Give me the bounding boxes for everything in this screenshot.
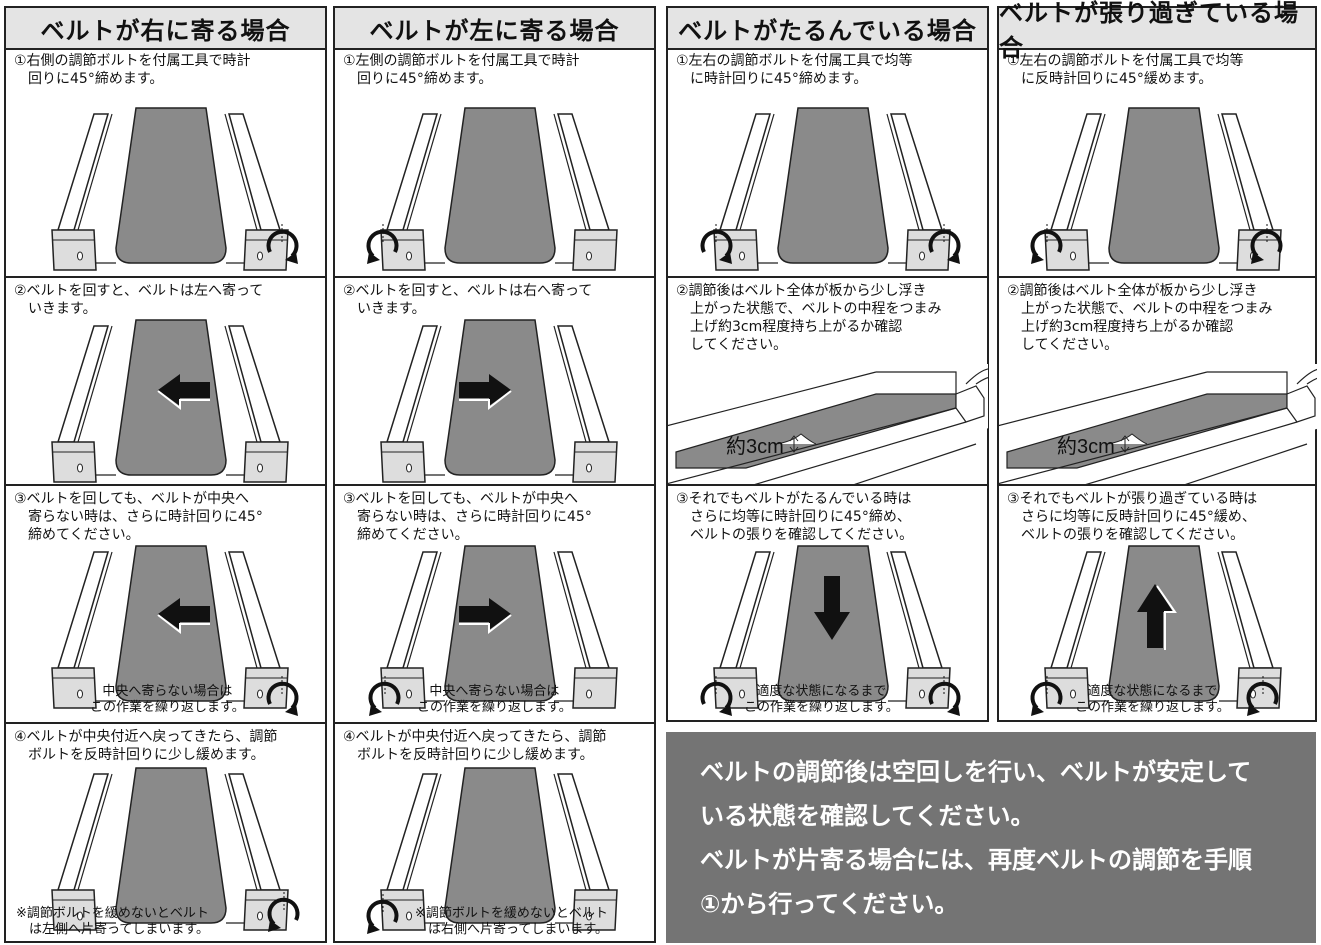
step-3: ③ベルトを回しても、ベルトが中央へ 寄らない時は、さらに時計回りに45° 締めて… <box>335 484 654 720</box>
step-text: ②ベルトを回すと、ベルトは左へ寄って いきます。 <box>14 283 264 317</box>
step-text: ③ベルトを回しても、ベルトが中央へ 寄らない時は、さらに時計回りに45° 締めて… <box>343 491 592 543</box>
step-text: ①右側の調節ボルトを付属工具で時計 回りに45°締めます。 <box>14 53 251 87</box>
step-text: ③それでもベルトが張り過ぎている時は さらに均等に反時計回りに45°緩め、 ベル… <box>1007 491 1258 543</box>
column-belt-slack: ベルトがたるんでいる場合 ①左右の調節ボルトを付属工具で均等 に時計回りに45°… <box>666 6 989 722</box>
step-text: ①左右の調節ボルトを付属工具で均等 に時計回りに45°締めます。 <box>676 53 913 87</box>
step-text: ②ベルトを回すと、ベルトは右へ寄って いきます。 <box>343 283 593 317</box>
measurement-label: 約3cm <box>1057 436 1115 458</box>
repeat-note: 適度な状態になるまで この作業を繰り返します。 <box>744 684 899 715</box>
step-2: ②ベルトを回すと、ベルトは左へ寄って いきます。 <box>6 276 325 483</box>
warning-note: ※調節ボルトを緩めないとベルト は右側へ片寄ってしまいます。 <box>415 906 609 937</box>
step-1: ①左右の調節ボルトを付属工具で均等 に時計回りに45°締めます。 <box>668 48 987 274</box>
column-belt-right: ベルトが右に寄る場合 ①右側の調節ボルトを付属工具で時計 回りに45°締めます。… <box>4 6 327 943</box>
step-2: ②調節後はベルト全体が板から少し浮き 上がった状態で、ベルトの中程をつまみ 上げ… <box>999 276 1317 484</box>
step-text: ①左右の調節ボルトを付属工具で均等 に反時計回りに45°緩めます。 <box>1007 53 1244 87</box>
repeat-note: 中央へ寄らない場合は この作業を繰り返します。 <box>90 684 245 715</box>
step-3: ③それでもベルトがたるんでいる時は さらに均等に時計回りに45°締め、 ベルトの… <box>668 484 987 720</box>
step-text: ①左側の調節ボルトを付属工具で時計 回りに45°締めます。 <box>343 53 580 87</box>
column-header: ベルトが左に寄る場合 <box>335 8 654 50</box>
step-3: ③それでもベルトが張り過ぎている時は さらに均等に反時計回りに45°緩め、 ベル… <box>999 484 1315 720</box>
step-1: ①左側の調節ボルトを付属工具で時計 回りに45°締めます。 <box>335 48 654 274</box>
column-belt-left: ベルトが左に寄る場合 ①左側の調節ボルトを付属工具で時計 回りに45°締めます。… <box>333 6 656 943</box>
column-header: ベルトが右に寄る場合 <box>6 8 325 50</box>
treadmill-illustration <box>700 107 962 271</box>
column-header: ベルトが張り過ぎている場合 <box>999 0 1315 62</box>
notice-line-2: ベルトが片寄る場合には、再度ベルトの調節を手順 ①から行ってください。 <box>700 846 1252 918</box>
belt-lift-illustration <box>999 363 1317 484</box>
treadmill-illustration <box>1029 107 1283 271</box>
measurement-label: 約3cm <box>726 436 784 458</box>
step-2: ②ベルトを回すと、ベルトは右へ寄って いきます。 <box>335 276 654 483</box>
step-1: ①右側の調節ボルトを付属工具で時計 回りに45°締めます。 <box>6 48 325 274</box>
warning-note: ※調節ボルトを緩めないとベルト は左側へ片寄ってしまいます。 <box>16 906 210 937</box>
step-text: ④ベルトが中央付近へ戻ってきたら、調節 ボルトを反時計回りに少し緩めます。 <box>343 729 607 763</box>
step-text: ②調節後はベルト全体が板から少し浮き 上がった状態で、ベルトの中程をつまみ 上げ… <box>1007 283 1273 353</box>
step-text: ④ベルトが中央付近へ戻ってきたら、調節 ボルトを反時計回りに少し緩めます。 <box>14 729 278 763</box>
treadmill-illustration <box>51 319 289 483</box>
step-4: ④ベルトが中央付近へ戻ってきたら、調節 ボルトを反時計回りに少し緩めます。 ※調… <box>335 722 654 943</box>
step-text: ②調節後はベルト全体が板から少し浮き 上がった状態で、ベルトの中程をつまみ 上げ… <box>676 283 942 353</box>
notice-line-1: ベルトの調節後は空回しを行い、ベルトが安定して いる状態を確認してください。 <box>700 758 1252 830</box>
step-text: ③ベルトを回しても、ベルトが中央へ 寄らない時は、さらに時計回りに45° 締めて… <box>14 491 263 543</box>
treadmill-illustration <box>380 319 618 483</box>
treadmill-illustration <box>51 107 300 271</box>
belt-lift-illustration <box>668 363 988 484</box>
column-header: ベルトがたるんでいる場合 <box>668 8 987 50</box>
treadmill-illustration <box>365 107 618 271</box>
notice-box: ベルトの調節後は空回しを行い、ベルトが安定して いる状態を確認してください。 ベ… <box>666 732 1316 943</box>
repeat-note: 適度な状態になるまで この作業を繰り返します。 <box>1075 684 1230 715</box>
step-1: ①左右の調節ボルトを付属工具で均等 に反時計回りに45°緩めます。 <box>999 48 1315 274</box>
column-belt-tight: ベルトが張り過ぎている場合 ①左右の調節ボルトを付属工具で均等 に反時計回りに4… <box>997 0 1317 722</box>
step-3: ③ベルトを回しても、ベルトが中央へ 寄らない時は、さらに時計回りに45° 締めて… <box>6 484 325 720</box>
repeat-note: 中央へ寄らない場合は この作業を繰り返します。 <box>417 684 572 715</box>
step-4: ④ベルトが中央付近へ戻ってきたら、調節 ボルトを反時計回りに少し緩めます。 ※調… <box>6 722 325 943</box>
step-2: ②調節後はベルト全体が板から少し浮き 上がった状態で、ベルトの中程をつまみ 上げ… <box>668 276 988 484</box>
step-text: ③それでもベルトがたるんでいる時は さらに均等に時計回りに45°締め、 ベルトの… <box>676 491 914 543</box>
